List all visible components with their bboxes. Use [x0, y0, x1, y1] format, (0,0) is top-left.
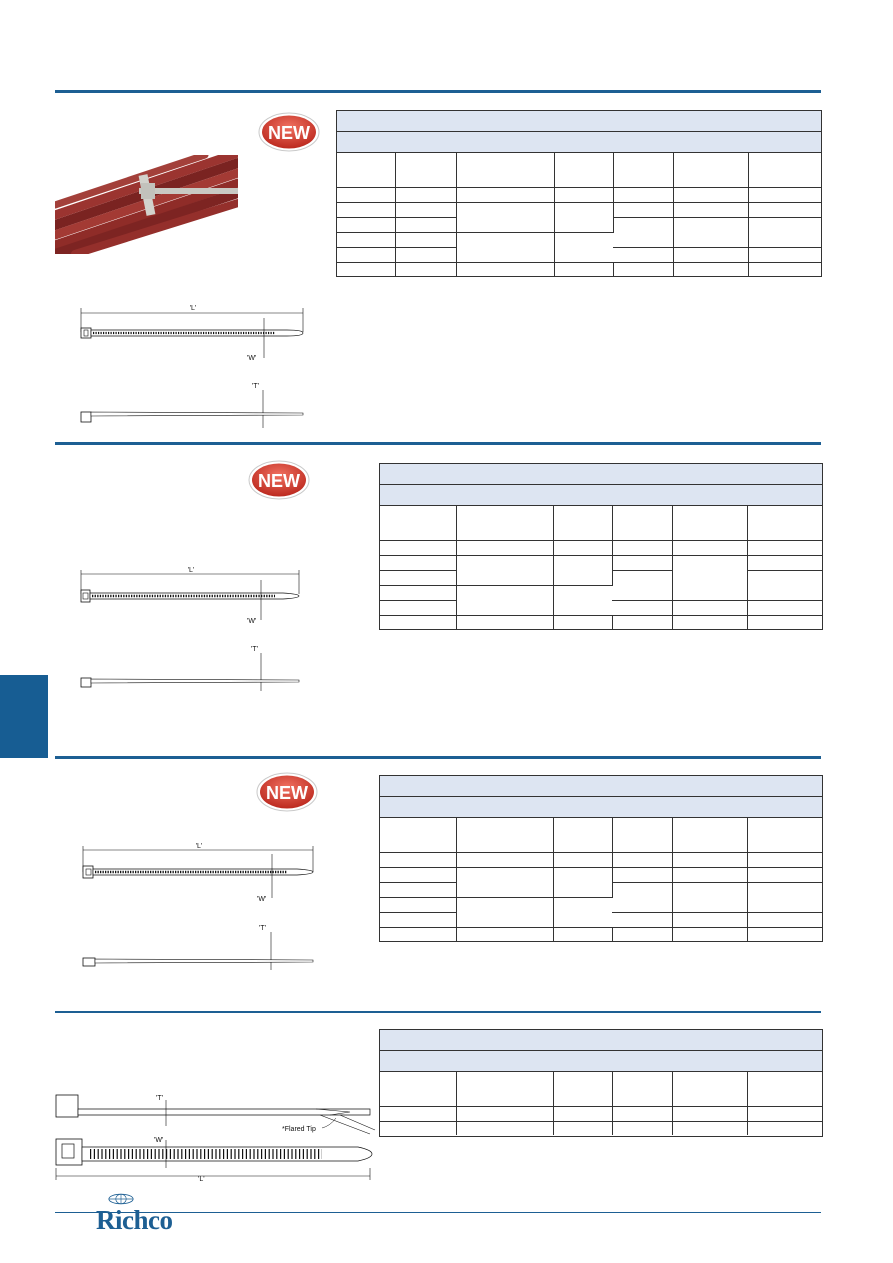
richco-globe-icon	[108, 1193, 134, 1205]
section-rule-4	[55, 1011, 821, 1013]
table-subtitle-band	[380, 485, 822, 506]
tie-drawing-side-3: 'T'	[82, 925, 314, 970]
table-subtitle-band	[337, 132, 821, 153]
spec-table-4	[379, 1029, 823, 1137]
new-badge: NEW	[248, 460, 310, 500]
length-label: 'L'	[196, 843, 203, 850]
thickness-label: 'T'	[259, 925, 266, 932]
width-label: 'W'	[247, 355, 256, 362]
table-title-band	[380, 1030, 822, 1051]
spec-grid	[380, 1072, 822, 1135]
richco-logo: Richco	[96, 1205, 173, 1235]
width-label: 'W'	[154, 1137, 163, 1144]
spec-grid	[380, 506, 822, 629]
footer-rule	[55, 1212, 821, 1213]
flared-tip-label: *Flared Tip	[282, 1126, 316, 1133]
section-rule-2	[55, 442, 821, 445]
cable-bundle-photo	[55, 155, 238, 254]
new-badge-label: NEW	[266, 783, 308, 803]
width-label: 'W'	[257, 896, 266, 903]
table-title-band	[380, 776, 822, 797]
new-badge-label: NEW	[268, 123, 310, 143]
section-rule-3	[55, 756, 821, 759]
table-subtitle-band	[380, 797, 822, 818]
spec-grid	[337, 153, 821, 276]
section-rule-1	[55, 90, 821, 93]
tie-drawing-top-1: 'L' 'W'	[80, 305, 304, 362]
length-label: 'L'	[188, 567, 195, 574]
spec-table-3	[379, 775, 823, 942]
thickness-label: 'T'	[251, 646, 258, 653]
spec-table-1	[336, 110, 822, 277]
tie-drawing-side-1: 'T'	[80, 383, 304, 428]
tie-drawing-top-3: 'L' 'W'	[82, 843, 314, 903]
tie-drawing-side-2: 'T'	[80, 646, 300, 691]
length-label: 'L'	[198, 1176, 205, 1183]
width-label: 'W'	[247, 618, 256, 625]
spec-grid	[380, 818, 822, 941]
thickness-label: 'T'	[156, 1095, 163, 1102]
table-subtitle-band	[380, 1051, 822, 1072]
chapter-tab	[0, 675, 48, 758]
new-badge-label: NEW	[258, 471, 300, 491]
thickness-label: 'T'	[252, 383, 259, 390]
new-badge: NEW	[256, 772, 318, 812]
new-badge: NEW	[258, 112, 320, 152]
tie-drawing-top-2: 'L' 'W'	[80, 567, 300, 625]
length-label: 'L'	[190, 305, 197, 312]
spec-table-2	[379, 463, 823, 630]
table-title-band	[337, 111, 821, 132]
table-title-band	[380, 464, 822, 485]
heavy-tie-drawing: 'T' *Flared Tip 'W' 'L'	[55, 1094, 376, 1183]
